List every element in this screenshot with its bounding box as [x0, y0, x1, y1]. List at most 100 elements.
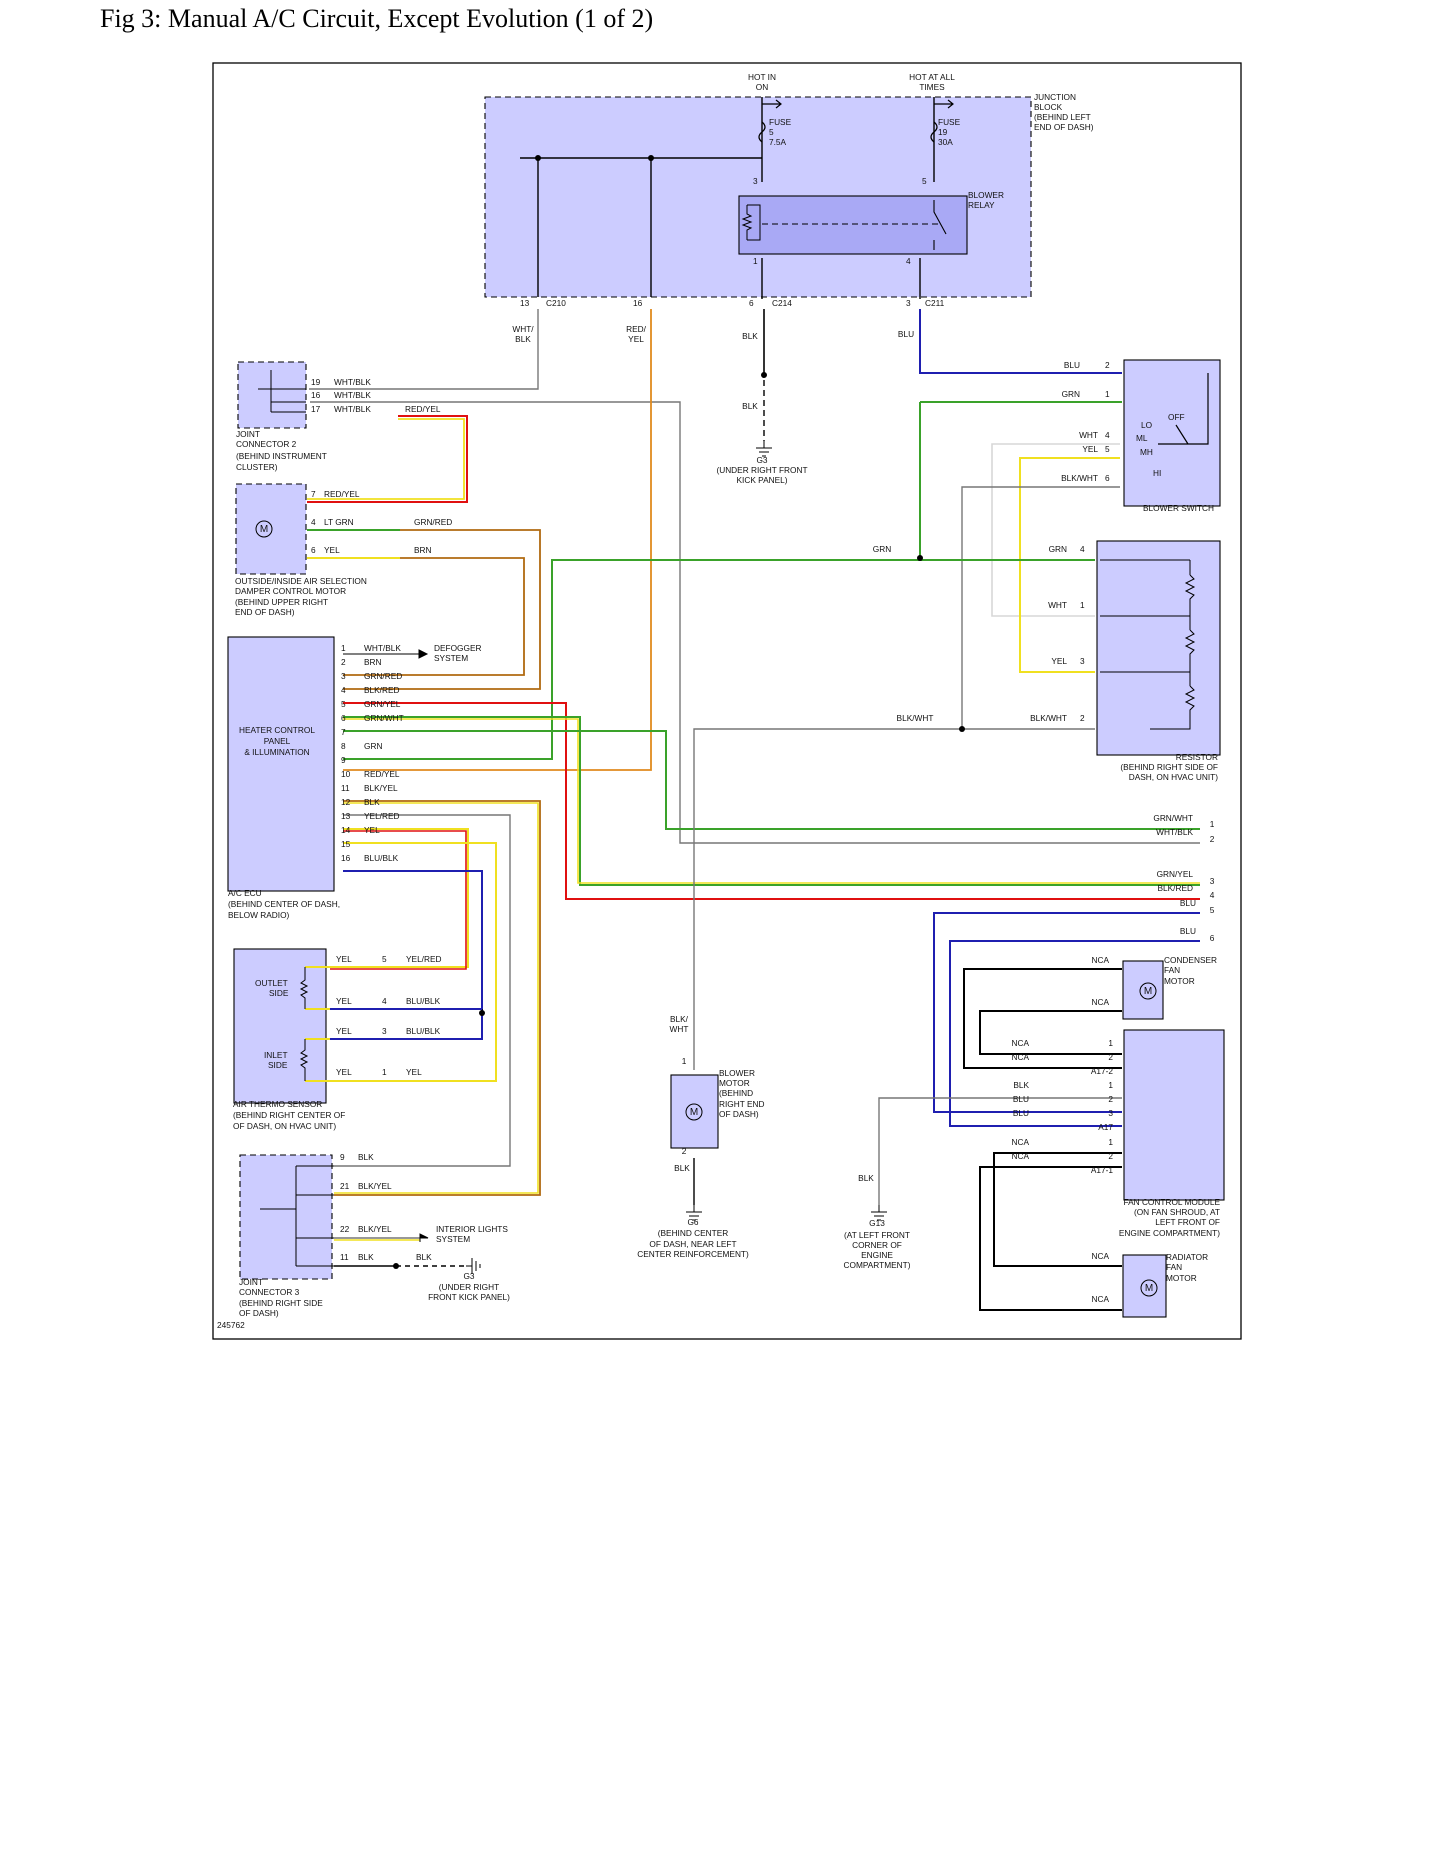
wire-yel-27: [343, 718, 1200, 884]
label-173: (BEHIND RIGHT SIDE: [239, 1298, 323, 1308]
label-151: YEL: [336, 1067, 352, 1077]
label-126: GRN/WHT: [1153, 813, 1193, 823]
inlet-thermistor-icon: [299, 1039, 309, 1081]
wire-wht-15: [991, 443, 1120, 617]
label-134: BLU: [1180, 898, 1196, 908]
label-50: MH: [1140, 447, 1153, 457]
label-169: (UNDER RIGHT: [439, 1282, 499, 1292]
label-7: END OF DASH): [1034, 122, 1094, 132]
label-185: G6: [687, 1217, 698, 1227]
label-10: 7.5A: [769, 137, 787, 147]
resistor: [1096, 540, 1221, 756]
blower-relay: [738, 195, 968, 255]
label-18: 1: [753, 256, 758, 266]
label-162: BLK/YEL: [358, 1224, 392, 1234]
label-195: NCA: [1091, 955, 1109, 965]
label-22: 16: [633, 298, 643, 308]
label-224: FAN: [1166, 1262, 1182, 1272]
label-92: SYSTEM: [434, 653, 468, 663]
wire-blk-51: [979, 1010, 1122, 1055]
label-61: BLK/WHT: [1030, 713, 1067, 723]
label-100: GRN/YEL: [364, 699, 401, 709]
label-83: YEL: [324, 545, 340, 555]
label-112: BLK: [364, 797, 380, 807]
label-51: HI: [1153, 468, 1161, 478]
label-129: 2: [1210, 834, 1215, 844]
label-107: 10: [341, 769, 351, 779]
label-203: 2: [1108, 1052, 1113, 1062]
label-178: BLOWER: [719, 1068, 755, 1078]
label-184: BLK: [674, 1163, 690, 1173]
label-205: BLK: [1013, 1080, 1029, 1090]
wire-blk-50: [963, 968, 1122, 1069]
label-202: NCA: [1011, 1052, 1029, 1062]
label-21: C210: [546, 298, 566, 308]
label-4: JUNCTION: [1034, 92, 1076, 102]
label-81: GRN/RED: [414, 517, 452, 527]
wire-yel-19: [307, 418, 465, 500]
label-48: LO: [1141, 420, 1153, 430]
label-143: YEL: [336, 996, 352, 1006]
wire-red-25: [343, 702, 1200, 900]
label-29: RED/: [626, 324, 647, 334]
label-161: 22: [340, 1224, 350, 1234]
label-122: & ILLUMINATION: [244, 747, 309, 757]
wire-yel-33: [330, 828, 469, 968]
label-139: 5: [382, 954, 387, 964]
label-46: 6: [1105, 473, 1110, 483]
condenser-fan-motor-icon: M: [1139, 982, 1157, 1000]
label-39: GRN: [1062, 389, 1080, 399]
label-156: OF DASH, ON HVAC UNIT): [233, 1121, 336, 1131]
label-57: 1: [1080, 600, 1085, 610]
wire-gry-52: [878, 1097, 1122, 1205]
label-189: BLK: [858, 1173, 874, 1183]
wire-yel-35: [330, 842, 497, 1082]
wire-blu-49: [949, 940, 1200, 1127]
label-82: 6: [311, 545, 316, 555]
label-74: CONNECTOR 2: [236, 439, 297, 449]
label-219: LEFT FRONT OF: [1155, 1217, 1220, 1227]
label-147: 3: [382, 1026, 387, 1036]
label-209: BLU: [1013, 1108, 1029, 1118]
label-101: 6: [341, 713, 346, 723]
label-166: BLK: [358, 1252, 374, 1262]
label-158: BLK: [358, 1152, 374, 1162]
radiator-fan-motor-icon: M: [1140, 1279, 1158, 1297]
splice-dot-0: [535, 155, 541, 161]
label-187: OF DASH, NEAR LEFT: [649, 1239, 736, 1249]
symbols: M M M M: [255, 99, 1209, 1297]
label-23: 6: [749, 298, 754, 308]
label-171: JOINT: [239, 1277, 263, 1287]
label-133: 4: [1210, 890, 1215, 900]
hot-at-all-times-arrow: [934, 99, 954, 109]
blower-switch: [1123, 359, 1221, 507]
label-223: RADIATOR: [1166, 1252, 1208, 1262]
label-136: BLU: [1180, 926, 1196, 936]
label-98: BLK/RED: [364, 685, 400, 695]
label-204: A17-2: [1091, 1066, 1114, 1076]
splice-dot-3: [917, 555, 923, 561]
label-222: NCA: [1091, 1294, 1109, 1304]
label-64: (BEHIND RIGHT SIDE OF: [1120, 762, 1218, 772]
label-3: TIMES: [919, 82, 945, 92]
label-75: (BEHIND INSTRUMENT: [236, 451, 327, 461]
relay-coil-icon: [741, 204, 761, 241]
label-154: AIR THERMO SENSOR: [233, 1099, 322, 1109]
wire-blu-48: [933, 912, 1200, 1113]
label-28: BLK: [515, 334, 531, 344]
label-20: 13: [520, 298, 530, 308]
label-0: HOT IN: [748, 72, 776, 82]
wire-brn-21: [343, 529, 541, 690]
figure-title: Fig 3: Manual A/C Circuit, Except Evolut…: [100, 4, 654, 33]
jc2-bus-icon: [258, 370, 306, 413]
damper-motor-icon: M: [255, 520, 273, 538]
label-47: OFF: [1168, 412, 1185, 422]
label-102: GRN/WHT: [364, 713, 404, 723]
label-132: BLK/RED: [1157, 883, 1193, 893]
label-71: WHT/BLK: [334, 404, 371, 414]
label-30: YEL: [628, 334, 644, 344]
label-6: (BEHIND LEFT: [1034, 112, 1091, 122]
label-109: 11: [341, 783, 350, 793]
label-207: BLU: [1013, 1094, 1029, 1104]
